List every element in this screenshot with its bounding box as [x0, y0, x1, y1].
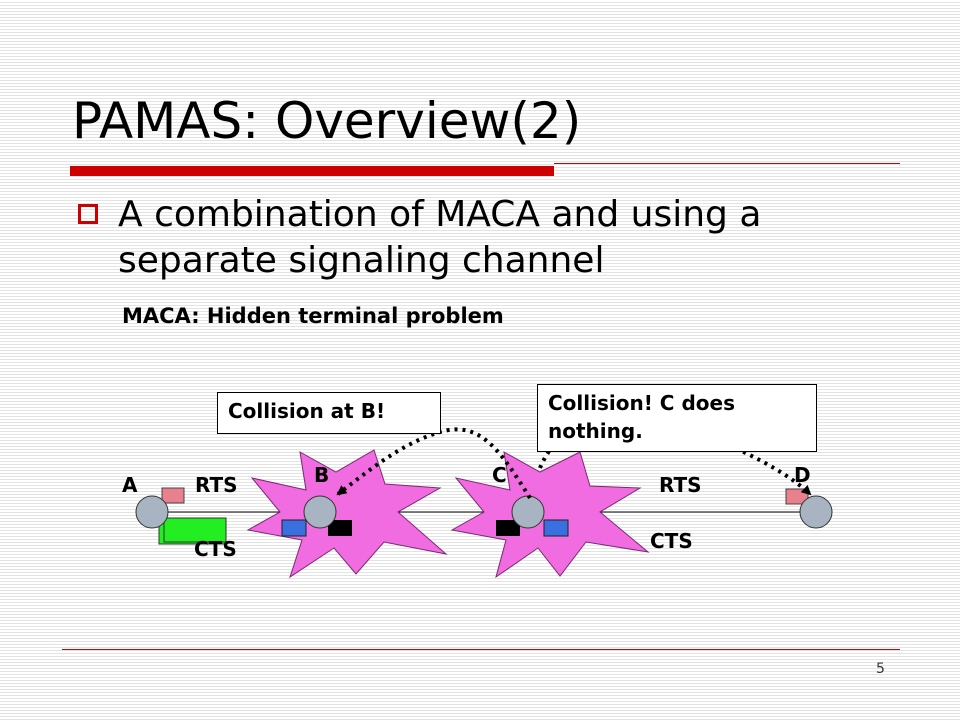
rts-label-right: RTS — [659, 473, 702, 497]
callout-collision-c: Collision! C does nothing. — [537, 384, 817, 452]
callout-collision-at-b: Collision at B! — [217, 392, 441, 434]
node-label-d: D — [794, 463, 811, 487]
node-label-a: A — [122, 473, 138, 497]
node-label-c: C — [492, 463, 507, 487]
title-underline-rule — [554, 163, 900, 164]
cts-packet-a — [163, 517, 227, 543]
collision-burst-b — [246, 449, 448, 579]
node-c — [511, 495, 545, 529]
rts-label-left: RTS — [195, 473, 238, 497]
rts-packet-a — [161, 487, 185, 504]
packet-blue-b — [281, 519, 307, 537]
footer-rule — [62, 649, 900, 650]
packet-black-c — [496, 520, 520, 536]
page-number: 5 — [876, 661, 885, 677]
node-a — [135, 495, 169, 529]
node-d — [799, 495, 833, 529]
packet-black-b — [328, 520, 352, 536]
node-label-b: B — [314, 463, 330, 487]
cts-label-left: CTS — [194, 537, 237, 561]
node-b — [303, 495, 337, 529]
collision-burst-c — [450, 451, 650, 579]
slide-title: PAMAS: Overview(2) — [72, 92, 582, 150]
bullet-text: A combination of MACA and using a separa… — [118, 194, 762, 281]
cts-label-right: CTS — [650, 529, 693, 553]
bullet-square-icon — [78, 204, 98, 224]
diagram-subheading: MACA: Hidden terminal problem — [122, 304, 504, 328]
packet-blue-c — [543, 519, 569, 537]
title-underline-bar — [70, 166, 554, 176]
